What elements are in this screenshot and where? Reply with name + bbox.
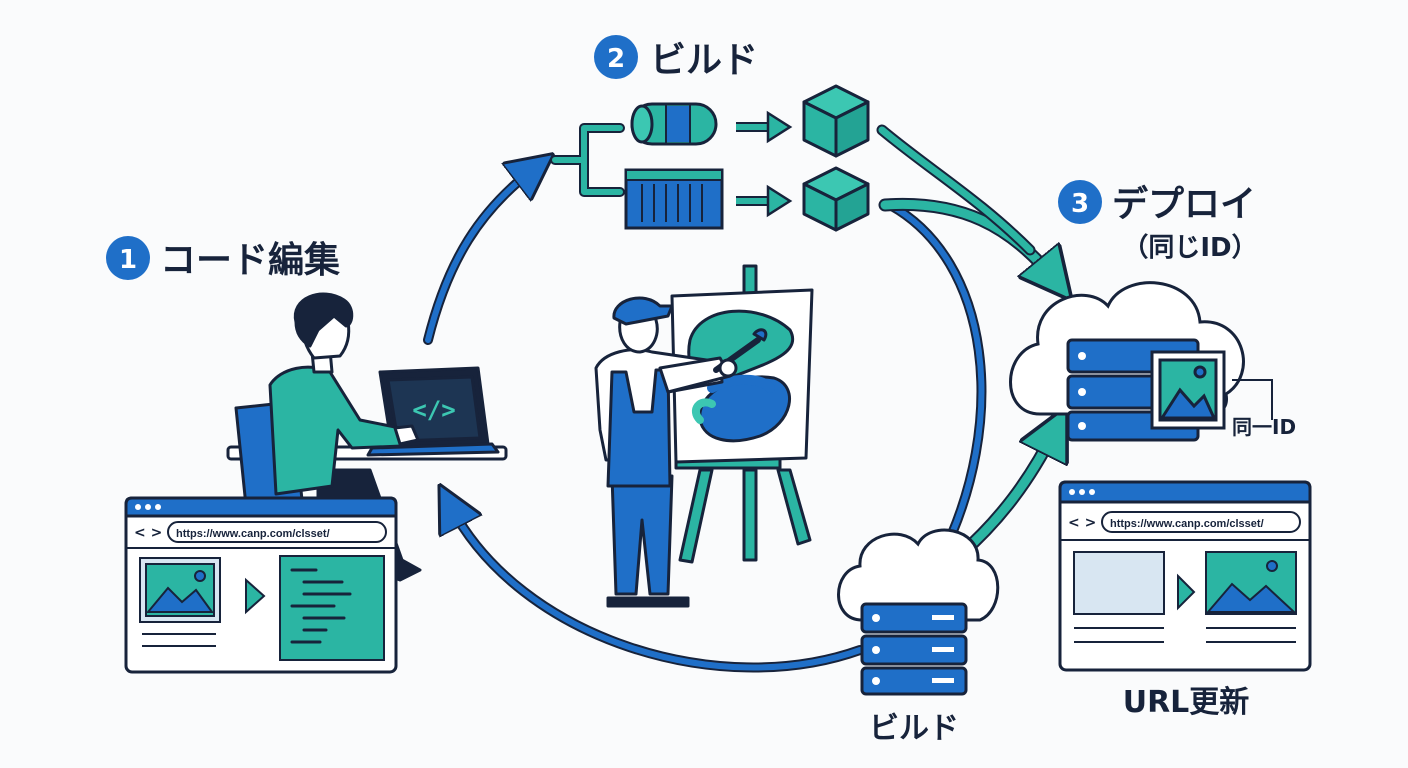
cube-bottom-icon bbox=[802, 166, 870, 232]
painter bbox=[594, 296, 768, 608]
developer-hand bbox=[393, 424, 420, 446]
new-image-icon bbox=[1205, 551, 1297, 615]
play-arrow-icon bbox=[245, 577, 266, 615]
build-pipeline bbox=[550, 84, 870, 232]
step-3-title: デプロイ bbox=[1112, 183, 1256, 225]
painter-illustration bbox=[594, 264, 814, 608]
painter-overalls bbox=[606, 368, 672, 488]
right-browser-address-bar[interactable] bbox=[1101, 511, 1301, 533]
pipeline-arrow-bottom-icon bbox=[736, 184, 793, 218]
database-cylinder-icon bbox=[630, 102, 718, 146]
step-3-label: 3 デプロイ （同じID） bbox=[1058, 180, 1258, 263]
step-2-number: 2 bbox=[607, 44, 625, 74]
arrow-edit-to-build bbox=[423, 163, 540, 345]
code-panel bbox=[279, 555, 385, 661]
right-browser-window: < > https://www.canp.com/clsset/ bbox=[1058, 480, 1312, 672]
same-id-bracket bbox=[1232, 379, 1273, 420]
step-2-title: ビルド bbox=[650, 40, 758, 81]
deployed-image-icon bbox=[1150, 350, 1226, 430]
step-1-label: 1 コード編集 bbox=[106, 236, 340, 281]
right-browser-url: https://www.canp.com/clsset/ bbox=[1110, 518, 1264, 530]
step-3-number: 3 bbox=[1071, 189, 1089, 219]
right-browser-back-icon[interactable]: < > bbox=[1068, 515, 1096, 531]
step-1-title: コード編集 bbox=[160, 240, 340, 281]
container-icon bbox=[624, 168, 724, 230]
build-server-icon bbox=[860, 602, 968, 696]
developer-hair bbox=[293, 292, 354, 348]
left-browser-back-icon[interactable]: < > bbox=[134, 525, 162, 541]
step-2-label: 2 ビルド bbox=[594, 35, 758, 81]
step-1-number: 1 bbox=[119, 245, 137, 275]
left-browser-address-bar[interactable] bbox=[167, 521, 387, 543]
url-update-label: URL更新 bbox=[1123, 685, 1250, 720]
same-id-label: 同一ID bbox=[1232, 415, 1296, 439]
pipeline-arrow-top-icon bbox=[736, 110, 793, 144]
arrow-build-down-right bbox=[885, 200, 987, 565]
old-content-placeholder bbox=[1073, 551, 1165, 615]
laptop-code-glyph: </> bbox=[412, 396, 455, 424]
step-3-subtitle: （同じID） bbox=[1122, 233, 1257, 263]
image-placeholder-icon bbox=[139, 557, 221, 623]
play-arrow-right-icon bbox=[1177, 573, 1196, 611]
painter-legs bbox=[610, 474, 674, 596]
painter-cap bbox=[612, 296, 674, 326]
left-browser-url: https://www.canp.com/clsset/ bbox=[176, 528, 330, 540]
cube-top-icon bbox=[802, 84, 870, 158]
build-server-label: ビルド bbox=[869, 711, 959, 746]
left-browser-window: < > https://www.canp.com/clsset/ bbox=[124, 496, 398, 674]
build-cloud bbox=[837, 528, 1000, 622]
